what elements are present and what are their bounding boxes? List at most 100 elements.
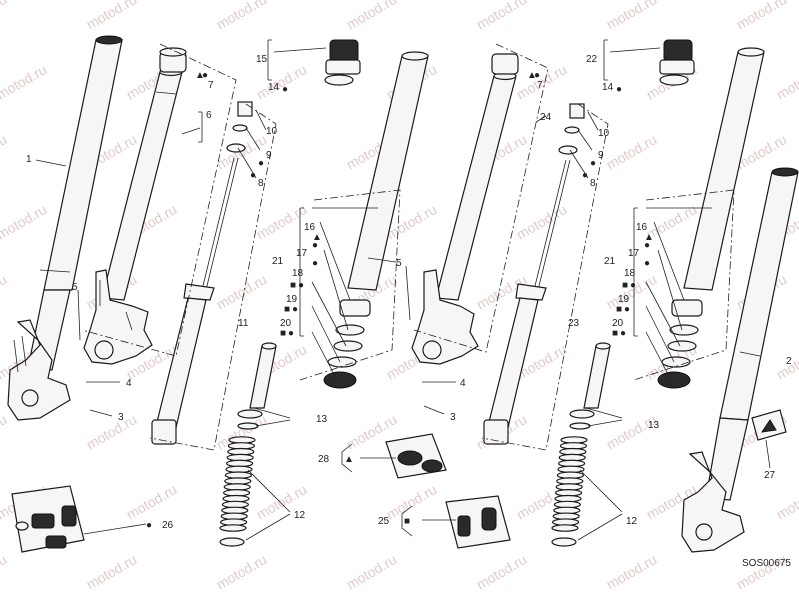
fork-slider-tube-right: [657, 47, 765, 389]
watermark-text: motod.ru: [774, 481, 799, 522]
spring-seat-washer: [551, 537, 577, 547]
circle-icon: ●: [288, 328, 294, 339]
leader-lines: [35, 39, 771, 541]
callout-19-right: 19: [618, 294, 630, 305]
circle-icon: ●: [582, 170, 588, 181]
callout-21-right: 21: [604, 256, 616, 267]
callout-20-right: 20: [612, 318, 624, 329]
fork-foot-left: [7, 319, 71, 421]
callout-14-left: 14: [268, 82, 280, 93]
callout-17-right: 17: [628, 248, 640, 259]
circle-icon: ●: [534, 70, 540, 81]
spec-symbols: ▲ ● ▲ ● ● ● ● ● ● ● ▲ ● ▲ ● ● ● ■ ● ■ ● …: [146, 70, 654, 531]
callout-21-left: 21: [272, 256, 284, 267]
callout-10-right: 10: [598, 128, 610, 139]
callout-16-right: 16: [636, 222, 648, 233]
fork-inner-tube-right: [435, 53, 519, 301]
dashed-group-outlines: [81, 43, 735, 451]
triangle-icon: ▲: [312, 232, 322, 243]
callout-19-left: 19: [286, 294, 298, 305]
spring-seat-washer: [219, 537, 245, 547]
callout-labels: 1 2 3 3 4 4 5 5 6 7 7 8 8 9 9 10 10 11 1…: [26, 54, 792, 531]
watermark-text: motod.ru: [0, 61, 49, 102]
square-icon: ■: [616, 304, 622, 315]
square-icon: ■: [622, 280, 628, 291]
triangle-icon: ▲: [195, 70, 205, 81]
square-icon: ■: [290, 280, 296, 291]
watermark-text: motod.ru: [0, 411, 9, 452]
watermark-text: motod.ru: [604, 411, 660, 452]
callout-15: 15: [256, 54, 268, 65]
square-icon: ■: [284, 304, 290, 315]
callout-1: 1: [26, 154, 32, 165]
callout-17-left: 17: [296, 248, 308, 259]
axle-clamp-foot-right: [411, 269, 479, 365]
watermark-text: motod.ru: [0, 201, 49, 242]
watermark-text: motod.ru: [254, 61, 310, 102]
callout-8-left: 8: [258, 178, 264, 189]
circle-icon: ●: [630, 280, 636, 291]
callout-10-left: 10: [266, 126, 278, 137]
square-icon: ■: [612, 328, 618, 339]
spring-preload-rod-left: [237, 342, 277, 430]
circle-icon: ●: [312, 240, 318, 251]
callout-8-right: 8: [590, 178, 596, 189]
bushing-top-left: [159, 47, 187, 73]
callout-18-right: 18: [624, 268, 636, 279]
watermark-text: motod.ru: [0, 0, 9, 33]
watermark-text: motod.ru: [214, 0, 270, 33]
triangle-icon: ▲: [527, 70, 537, 81]
damper-cartridge-left: [151, 101, 253, 445]
watermark-text: motod.ru: [604, 0, 660, 33]
watermark-text: motod.ru: [384, 481, 440, 522]
callout-16-left: 16: [304, 222, 316, 233]
watermark-text: motod.ru: [514, 201, 570, 242]
callout-3-right: 3: [450, 412, 456, 423]
callout-13-right: 13: [648, 420, 660, 431]
callout-14-right: 14: [602, 82, 614, 93]
watermark-text: motod.ru: [84, 551, 140, 592]
callout-7-right: 7: [537, 80, 543, 91]
callout-20-left: 20: [280, 318, 292, 329]
spring-coil: [551, 524, 579, 532]
watermark-text: motod.ru: [344, 551, 400, 592]
triangle-icon: ▲: [644, 232, 654, 243]
seal-kit-bag-25: [445, 495, 511, 549]
callout-25: 25: [378, 516, 390, 527]
circle-icon: ●: [202, 70, 208, 81]
callout-9-right: 9: [598, 150, 604, 161]
callout-26: 26: [162, 520, 174, 531]
callout-13-left: 13: [316, 414, 328, 425]
watermark-text: motod.ru: [124, 481, 180, 522]
fork-spring-right: [551, 436, 588, 547]
callout-23: 23: [568, 318, 580, 329]
watermark-text: motod.ru: [84, 411, 140, 452]
seal-kit-bag-28: [385, 433, 447, 479]
fork-foot-right: [681, 451, 745, 553]
circle-icon: ●: [282, 84, 288, 95]
watermark-text: motod.ru: [344, 0, 400, 33]
watermark-text: motod.ru: [474, 551, 530, 592]
callout-2: 2: [786, 356, 792, 367]
callout-11: 11: [238, 318, 249, 329]
damper-cartridge-right: [483, 103, 585, 445]
watermark-text: motod.ru: [0, 131, 9, 172]
watermark-text: motod.ru: [0, 271, 9, 312]
fork-slider-tube-center: [323, 51, 429, 389]
watermark-text: motod.ru: [214, 551, 270, 592]
callout-18-left: 18: [292, 268, 304, 279]
spring-coil: [219, 524, 247, 532]
callout-6: 6: [206, 110, 212, 121]
callout-7-left: 7: [208, 80, 214, 91]
callout-27: 27: [764, 470, 776, 481]
callout-4-right: 4: [460, 378, 466, 389]
circle-icon: ●: [624, 304, 630, 315]
watermark-text: motod.ru: [214, 271, 270, 312]
warning-label-27: [751, 409, 787, 441]
triangle-icon: ▲: [344, 454, 354, 465]
watermark-text: motod.ru: [254, 201, 310, 242]
circle-icon: ●: [312, 258, 318, 269]
circle-icon: ●: [644, 240, 650, 251]
